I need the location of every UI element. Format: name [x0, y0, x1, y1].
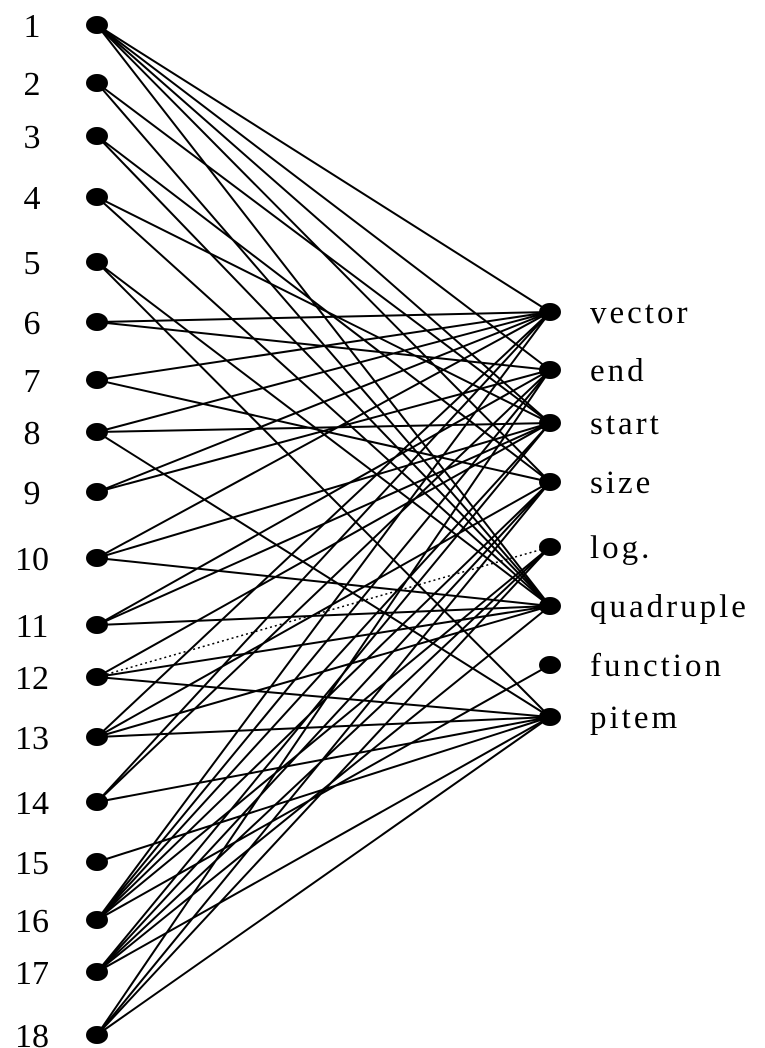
- edge-17-pitem: [96, 716, 551, 973]
- edge-9-vector: [96, 311, 551, 493]
- left-node-9: [86, 483, 108, 501]
- right-node-label-log: log.: [590, 530, 652, 566]
- left-node-label-3: 3: [24, 119, 41, 156]
- left-node-11: [86, 616, 108, 634]
- edge-2-quadruple: [96, 82, 551, 607]
- edge-1-start: [96, 24, 551, 424]
- edge-17-start: [96, 422, 551, 973]
- left-node-label-1: 1: [24, 8, 41, 45]
- edge-13-vector: [96, 311, 551, 738]
- left-node-7: [86, 371, 108, 389]
- edge-18-log: [96, 546, 551, 1036]
- edge-12-log: [96, 546, 551, 678]
- left-node-17: [86, 963, 108, 981]
- left-node-label-6: 6: [24, 305, 41, 342]
- edge-12-start: [96, 422, 551, 678]
- edge-2-start: [96, 82, 551, 424]
- right-node-label-vector: vector: [590, 295, 690, 331]
- labels-layer: 123456789101112131415161718vectorendstar…: [15, 8, 749, 1048]
- edge-9-end: [96, 369, 551, 493]
- right-node-label-pitem: pitem: [590, 700, 680, 736]
- edge-1-vector: [96, 24, 551, 313]
- edge-8-start: [96, 422, 551, 433]
- edge-10-vector: [96, 311, 551, 559]
- left-node-15: [86, 853, 108, 871]
- edge-18-size: [96, 481, 551, 1036]
- right-node-size: [539, 473, 561, 491]
- left-node-18: [86, 1026, 108, 1044]
- edge-18-pitem: [96, 716, 551, 1036]
- left-node-13: [86, 728, 108, 746]
- left-node-16: [86, 911, 108, 929]
- left-node-5: [86, 253, 108, 271]
- left-node-label-18: 18: [15, 1018, 49, 1048]
- left-node-label-13: 13: [15, 720, 49, 757]
- edge-18-end: [96, 369, 551, 1036]
- left-node-6: [86, 313, 108, 331]
- left-node-label-14: 14: [15, 785, 49, 822]
- edge-16-log: [96, 546, 551, 921]
- edge-8-vector: [96, 311, 551, 433]
- right-node-label-size: size: [590, 465, 653, 501]
- left-node-12: [86, 668, 108, 686]
- left-node-label-7: 7: [24, 363, 41, 400]
- edge-10-start: [96, 422, 551, 559]
- left-node-label-9: 9: [24, 475, 41, 512]
- right-node-end: [539, 361, 561, 379]
- edge-6-vector: [96, 311, 551, 323]
- left-node-4: [86, 188, 108, 206]
- edge-1-quadruple: [96, 24, 551, 607]
- edge-17-size: [96, 481, 551, 973]
- left-node-2: [86, 74, 108, 92]
- edge-16-function: [96, 664, 551, 921]
- right-node-quadruple: [539, 597, 561, 615]
- edge-7-vector: [96, 311, 551, 381]
- left-node-10: [86, 549, 108, 567]
- left-node-label-8: 8: [24, 415, 41, 452]
- left-node-label-17: 17: [15, 955, 49, 992]
- left-node-label-12: 12: [15, 660, 49, 697]
- right-node-label-function: function: [590, 648, 724, 684]
- edge-14-end: [96, 369, 551, 803]
- left-node-label-5: 5: [24, 245, 41, 282]
- left-node-8: [86, 423, 108, 441]
- left-node-label-16: 16: [15, 903, 49, 940]
- edge-16-vector: [96, 311, 551, 921]
- edge-4-start: [96, 196, 551, 424]
- edge-10-quadruple: [96, 557, 551, 607]
- left-node-label-4: 4: [24, 180, 41, 217]
- edge-8-pitem: [96, 431, 551, 718]
- left-node-label-2: 2: [24, 66, 41, 103]
- edge-16-start: [96, 422, 551, 921]
- edge-17-quadruple: [96, 605, 551, 973]
- left-node-1: [86, 16, 108, 34]
- right-node-label-start: start: [590, 406, 662, 442]
- right-node-log: [539, 538, 561, 556]
- right-node-label-quadruple: quadruple: [590, 589, 749, 625]
- left-node-label-15: 15: [15, 845, 49, 882]
- right-node-vector: [539, 303, 561, 321]
- right-node-function: [539, 656, 561, 674]
- edges-layer: [96, 24, 551, 1036]
- left-node-3: [86, 127, 108, 145]
- nodes-layer: [86, 16, 561, 1044]
- right-node-pitem: [539, 708, 561, 726]
- edge-16-end: [96, 369, 551, 921]
- right-node-start: [539, 414, 561, 432]
- left-node-label-11: 11: [16, 608, 49, 645]
- left-node-14: [86, 793, 108, 811]
- edge-13-size: [96, 481, 551, 738]
- edge-1-end: [96, 24, 551, 371]
- right-node-label-end: end: [590, 353, 647, 389]
- left-node-label-10: 10: [15, 541, 49, 578]
- edge-14-vector: [96, 311, 551, 803]
